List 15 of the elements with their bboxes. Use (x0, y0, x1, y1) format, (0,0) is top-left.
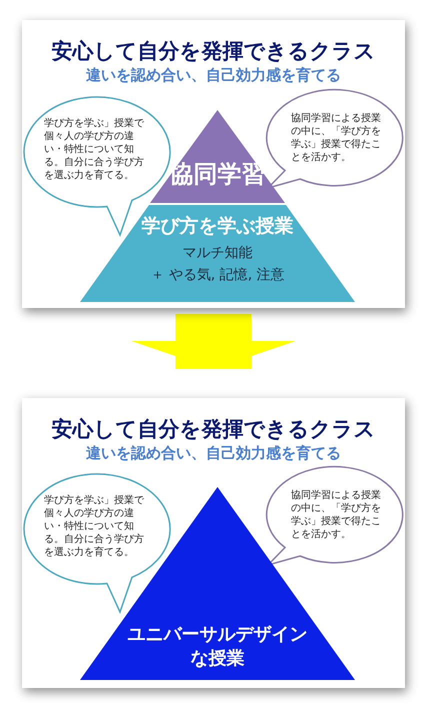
bubble-text: 学び方を学ぶ」授業で個々人の学び方の違い・特性について知る。自分に合う学び方を選ぶ力を育てる。 (44, 494, 145, 559)
slide-card (22, 398, 405, 688)
pyramid-label: ユニバーサルデザインな授業 (126, 623, 308, 671)
bubble-text: 学び方を学ぶ」授業で個々人の学び方の違い・特性について知る。自分に合う学び方を選ぶ力を育てる。 (44, 117, 145, 182)
pyramid-label: 学び方を学ぶ授業 (142, 217, 294, 236)
slide-title: 安心して自分を発揮できるクラス (50, 38, 376, 64)
down-arrow (132, 314, 296, 369)
pyramid-note: マルチ知能 (182, 246, 252, 260)
slide-title: 安心して自分を発揮できるクラス (50, 416, 376, 442)
bubble-text: 協同学習による授業の中に、「学び方を学ぶ」授業で得たことを活かす。 (291, 112, 382, 164)
slide-subtitle: 違いを認め合い、自己効力感を育てる (85, 66, 342, 85)
bubble-text: 協同学習による授業の中に、「学び方を学ぶ」授業で得たことを活かす。 (291, 489, 382, 541)
pyramid-note: ＋ やる気, 記憶, 注意 (150, 268, 285, 282)
slide-subtitle: 違いを認め合い、自己効力感を育てる (85, 444, 342, 463)
slide-card (22, 20, 405, 308)
